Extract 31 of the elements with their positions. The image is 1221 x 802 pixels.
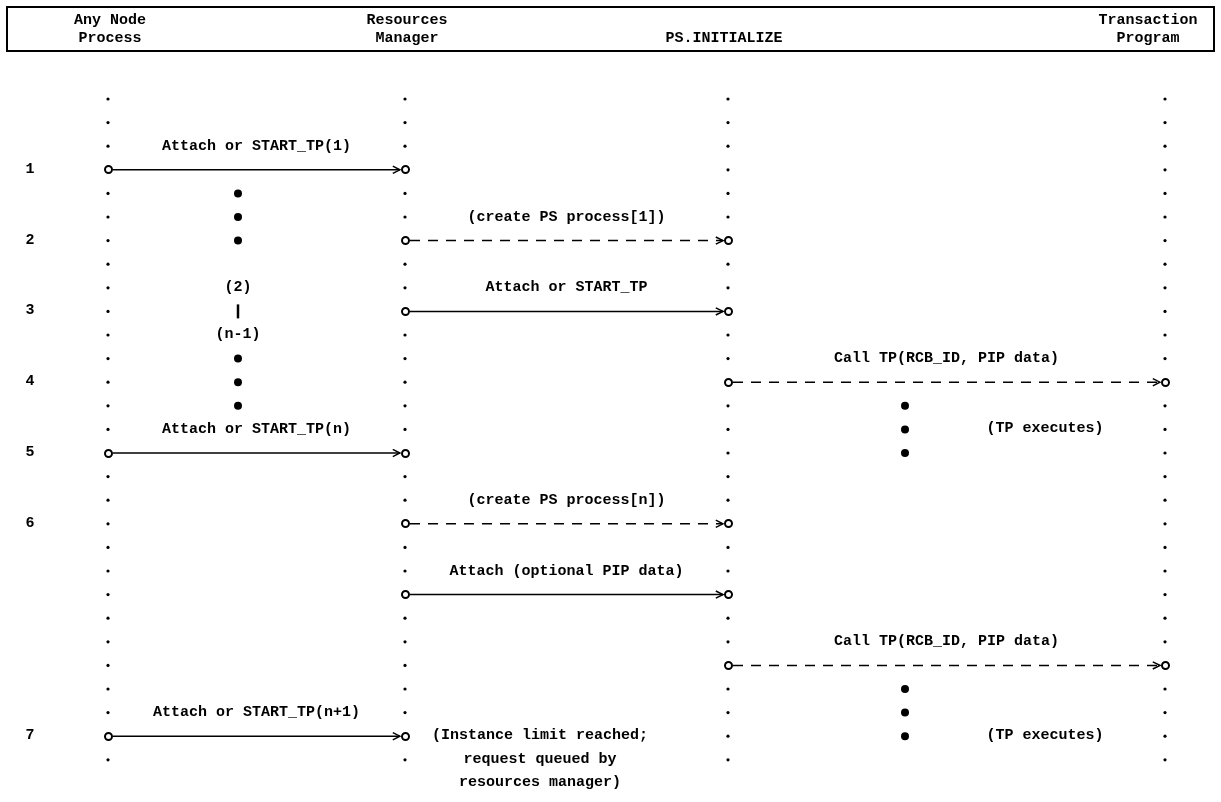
message-arrow bbox=[732, 377, 1161, 387]
note-text: 6 bbox=[24, 513, 36, 534]
note-text: 4 bbox=[24, 372, 36, 393]
header-frame bbox=[6, 6, 1215, 52]
message-arrow bbox=[732, 661, 1161, 670]
note-text: (TP executes) bbox=[985, 419, 1105, 440]
message-arrow bbox=[112, 731, 401, 741]
note-text: 7 bbox=[24, 726, 36, 747]
note-text: 5 bbox=[24, 443, 36, 463]
edge-label: Attach or START_TP(1) bbox=[162, 137, 351, 156]
note-text: 2 bbox=[24, 230, 36, 251]
edge-label: (create PS process[1]) bbox=[467, 208, 666, 227]
message-arrow bbox=[409, 307, 724, 316]
note-text: (TP executes) bbox=[985, 726, 1105, 747]
note-text: 3 bbox=[24, 301, 36, 322]
note-text: 1 bbox=[24, 159, 36, 180]
lifeline-header: Resources Manager bbox=[357, 12, 457, 48]
lifeline-header: Transaction Program bbox=[1088, 12, 1208, 48]
edge-label: (create PS process[n]) bbox=[467, 491, 666, 510]
edge-label: Attach (optional PIP data) bbox=[449, 562, 684, 581]
message-arrow bbox=[112, 165, 401, 175]
note-text: (2) bbox=[223, 277, 253, 298]
message-arrow bbox=[409, 590, 724, 599]
lifeline-header: Any Node Process bbox=[60, 12, 160, 48]
note-text: (n-1) bbox=[214, 325, 262, 345]
message-arrow bbox=[409, 236, 724, 245]
edge-label: Attach or START_TP(n) bbox=[162, 421, 351, 439]
note-text: (Instance limit reached; request queued by resources manager) bbox=[430, 726, 649, 794]
message-arrow bbox=[112, 448, 401, 458]
message-arrow bbox=[409, 519, 724, 529]
lifeline-header: PS.INITIALIZE bbox=[644, 30, 804, 48]
